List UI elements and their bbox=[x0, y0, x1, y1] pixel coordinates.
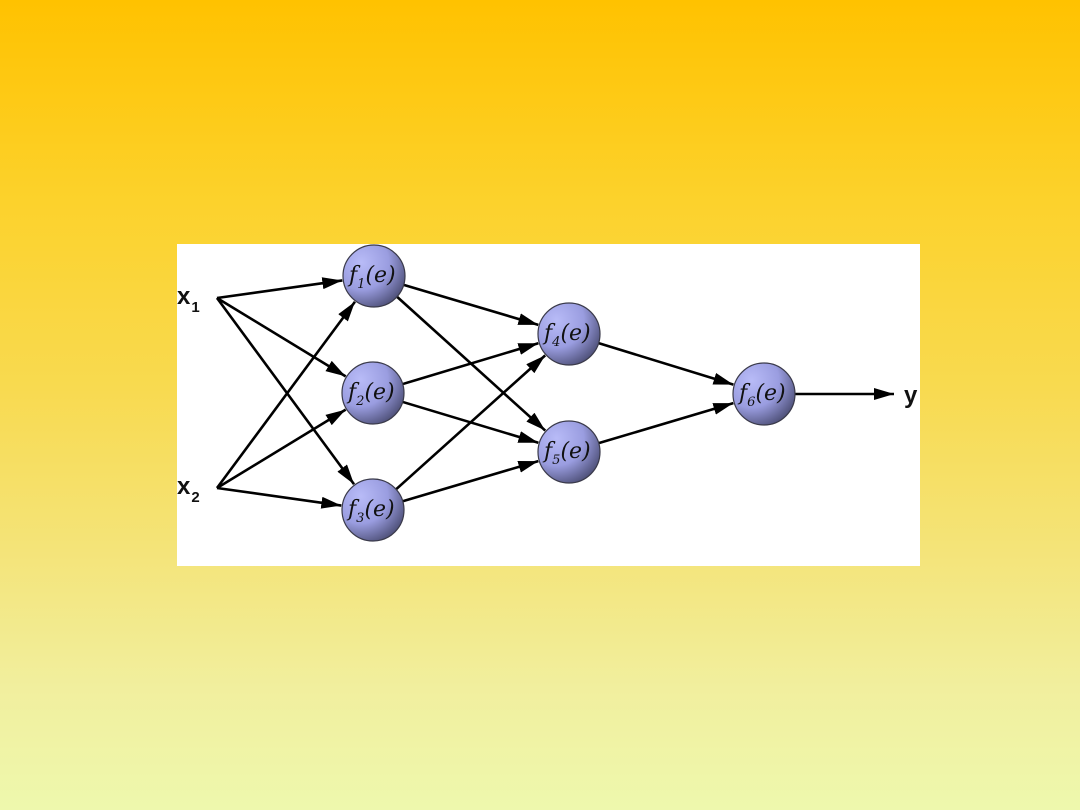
node-circle bbox=[341, 361, 405, 425]
edge-f5-to-f6 bbox=[598, 401, 734, 445]
node-f1: f1(e) bbox=[342, 244, 406, 308]
diagram-panel: f1(e) f2(e) f3(e) f4(e) f5(e) f6(e) x1 x2 y bbox=[177, 244, 920, 566]
node-label: f1(e) bbox=[347, 263, 396, 292]
node-label: f5(e) bbox=[542, 439, 591, 468]
node-label: f3(e) bbox=[346, 497, 395, 526]
node-circle bbox=[537, 420, 601, 484]
edge-x2-to-f1 bbox=[215, 300, 357, 489]
node-circle bbox=[732, 362, 796, 426]
output-label-y: y bbox=[904, 382, 918, 409]
node-label: f4(e) bbox=[542, 321, 591, 350]
input-label-x2: x2 bbox=[177, 473, 200, 506]
edge-x2-to-f3 bbox=[216, 486, 342, 509]
edge-f4-to-f6 bbox=[598, 341, 734, 386]
node-f2: f2(e) bbox=[341, 361, 405, 425]
node-circle bbox=[342, 244, 406, 308]
node-f5: f5(e) bbox=[537, 420, 601, 484]
edge-x1-to-f2 bbox=[216, 296, 347, 378]
node-label: f2(e) bbox=[346, 380, 395, 409]
edge-x2-to-f2 bbox=[216, 408, 347, 490]
input-label-x1: x1 bbox=[177, 283, 200, 316]
io-labels-layer: x1 x2 y bbox=[177, 283, 918, 506]
edge-f3-to-f5 bbox=[402, 459, 539, 503]
edge-f2-to-f4 bbox=[402, 341, 539, 386]
node-circle bbox=[341, 478, 405, 542]
node-f4: f4(e) bbox=[537, 302, 601, 366]
node-label: f6(e) bbox=[737, 381, 786, 410]
edges-layer bbox=[215, 277, 894, 509]
edge-x1-to-f1 bbox=[216, 277, 343, 300]
neural-network-diagram: f1(e) f2(e) f3(e) f4(e) f5(e) f6(e) x1 x2 y bbox=[177, 244, 918, 542]
edge-f3-to-f4 bbox=[395, 354, 547, 491]
node-circle bbox=[537, 302, 601, 366]
node-f6: f6(e) bbox=[732, 362, 796, 426]
edge-x1-to-f3 bbox=[215, 297, 356, 485]
node-f3: f3(e) bbox=[341, 478, 405, 542]
nodes-layer: f1(e) f2(e) f3(e) f4(e) f5(e) f6(e) bbox=[341, 244, 796, 542]
edge-f1-to-f4 bbox=[403, 283, 539, 327]
